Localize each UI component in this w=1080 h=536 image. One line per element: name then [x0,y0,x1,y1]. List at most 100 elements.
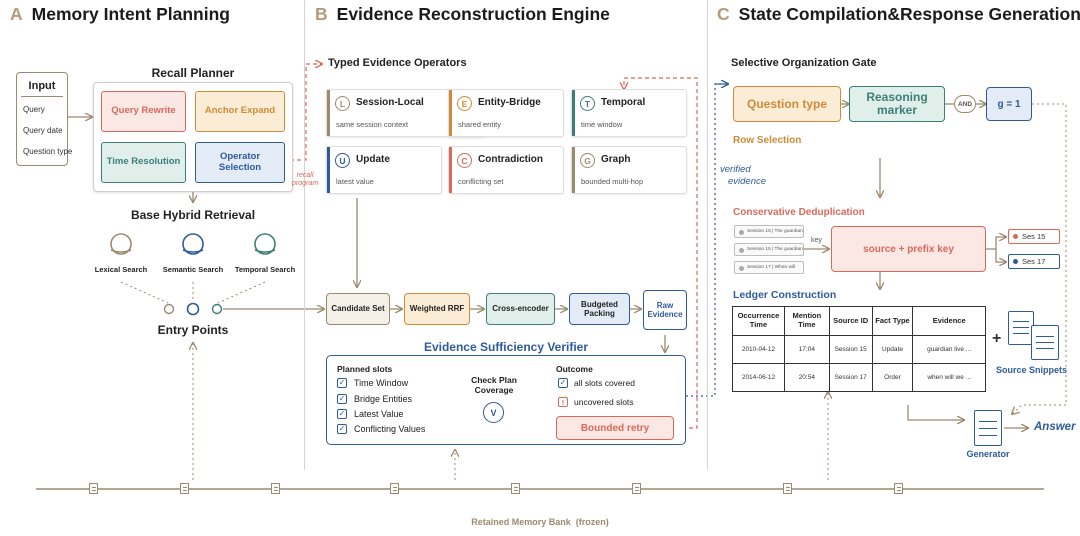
ledger-cell: 2010-04-12 [732,335,785,364]
time-resolution-button: Time Resolution [101,142,186,183]
ledger-table: Occurrence Time Mention Time Source ID F… [732,306,986,392]
operator-card-contradiction: C Contradiction conflicting set [448,146,564,194]
dotted-lexical [120,281,169,304]
plus-sign: + [992,330,1002,347]
operator-name: Graph [601,154,631,165]
key-to-ses17 [995,249,1006,262]
slot-checkbox: ✓ [337,394,347,404]
session-dot [739,229,744,235]
table-row: 2014-06-12 20:54 Session 17 Order when w… [732,363,986,392]
raw-evidence-box: Raw Evidence [643,290,687,330]
verified-evidence-connector [686,83,728,397]
base-retrieval-title: Base Hybrid Retrieval [130,208,256,222]
operator-name: Update [356,154,390,165]
recall-program-line-1: recall [296,172,314,179]
temporal-search-icon [254,233,276,255]
memory-doc-icon [632,483,641,494]
memory-doc-icon [894,483,903,494]
ledger-cell: Update [871,335,914,364]
operator-desc: same session context [336,120,409,129]
output-dot-blue [1013,259,1018,264]
operator-desc: conflicting set [458,177,504,186]
verified-evidence-line-2: evidence [728,175,767,187]
ledger-cell: guardian live ... [912,335,986,364]
generator-label: Generator [966,449,1010,459]
generator-doc-icon [974,410,1002,446]
operator-letter-icon: E [457,96,472,111]
divider-b-c [707,0,708,470]
memory-doc-icon [783,483,792,494]
operator-accent-bar [572,147,575,193]
session-text: Session 15 | The guardian [747,246,803,252]
bounded-retry-loop [624,77,698,429]
covered-checkbox: ✓ [558,378,568,388]
question-type-box: Question type [733,86,841,122]
outcome-title: Outcome [556,364,593,374]
ledger-header-cell: Evidence [912,306,986,336]
ledger-cell: 17:04 [783,335,830,364]
doc-line [1036,348,1054,349]
operator-desc: time window [581,120,623,129]
doc-line [1036,336,1054,337]
panel-b-title-text: Evidence Reconstruction Engine [336,4,610,24]
session-row: Session 15 | The guardian [734,225,804,238]
doc-line [1013,333,1029,334]
operator-letter-icon: G [580,153,595,168]
divider-a-b [304,0,305,470]
doc-line [979,435,997,436]
ledger-cell: 20:54 [783,363,830,392]
query-rewrite-button: Query Rewrite [101,91,186,132]
lexical-search-label: Lexical Search [94,265,148,274]
and-gate-node: AND [954,95,976,113]
entry-points-label: Entry Points [157,323,229,337]
dedup-title: Conservative Deduplication [733,207,865,218]
anchor-expand-button: Anchor Expand [195,91,285,132]
row-selection-label: Row Selection [733,135,802,146]
g-equals-one-box: g = 1 [986,87,1032,121]
source-snippets-label: Source Snippets [996,365,1068,375]
session-text: Session 15 | The guardian [747,228,803,234]
memory-doc-icon [511,483,520,494]
key-label: key [811,237,822,244]
session-row: Session 15 | The guardian [734,243,804,256]
source-snippet-doc-icon [1008,311,1034,345]
operators-title: Typed Evidence Operators [328,57,467,69]
output-dot-red [1013,234,1018,239]
recall-planner-title: Recall Planner [151,66,235,80]
panel-a-title-text: Memory Intent Planning [31,4,230,24]
slot-checkbox: ✓ [337,409,347,419]
panel-c-letter: C [717,4,730,24]
input-separator [21,96,63,97]
input-title: Input [28,80,56,92]
cross-encoder-box: Cross-encoder [486,293,555,325]
ledger-header-row: Occurrence Time Mention Time Source ID F… [732,306,986,336]
memory-doc-icon [271,483,280,494]
arrow-ledger-to-generator [907,405,964,420]
key-to-ses15 [986,237,1006,250]
operator-letter-icon: L [335,96,350,111]
slot-bridge-entities: Bridge Entities [354,394,413,404]
ledger-header-cell: Source ID [828,306,873,336]
doc-line [979,421,997,422]
all-slots-covered: all slots covered [574,378,635,388]
output-ses15-label: Ses 15 [1022,232,1046,241]
uncovered-slots: uncovered slots [574,397,634,407]
doc-line [1013,321,1029,322]
check-plan-coverage-label: Check Plan Coverage [471,375,517,395]
output-ses17: Ses 17 [1008,254,1060,269]
session-text: Session 17 | When will [747,264,796,270]
verifier-title: Evidence Sufficiency Verifier [423,340,589,354]
candidate-set-box: Candidate Set [326,293,390,325]
input-box: Input Query Query date Question type [16,72,72,166]
operator-letter-icon: U [335,153,350,168]
recall-program-line-2: program [292,179,319,187]
dotted-g-to-generator [1012,103,1067,414]
slot-latest-value: Latest Value [354,409,404,419]
operator-accent-bar [327,90,330,136]
reasoning-marker-box: Reasoning marker [849,86,945,122]
ledger-header-cell: Mention Time [783,306,830,336]
